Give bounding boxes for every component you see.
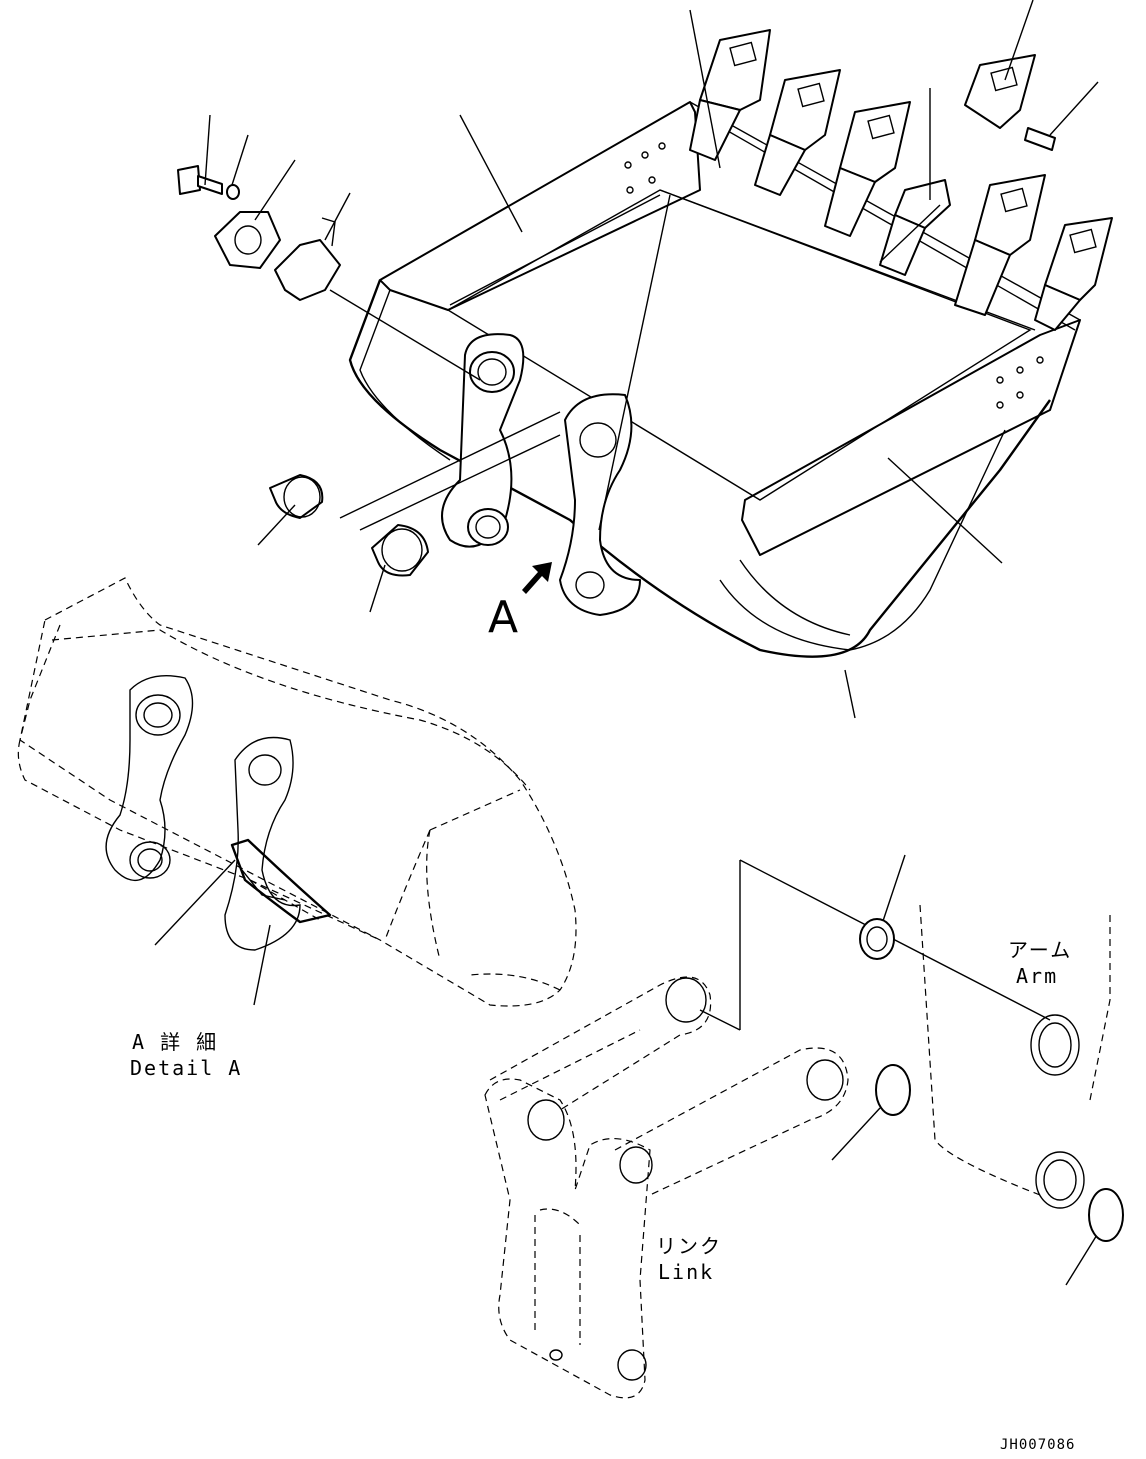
side-plate-holes [624,142,1044,409]
bucket [348,101,1081,658]
view-arrow [522,562,552,594]
arm-bushing-bottom [1035,1151,1085,1209]
tooth-4 [879,179,951,276]
leader-lines [154,0,1101,1286]
tooth-1 [689,29,771,161]
seal-disc-1 [875,1064,911,1116]
bucket-floor [446,189,1032,501]
tooth-pin [1024,127,1056,151]
bushing-1 [269,474,324,519]
view-marker-a: A [488,592,519,643]
bushing-2 [371,524,429,577]
link-label-jp: リンク [656,1234,722,1258]
arm-label-en: Arm [1016,964,1059,988]
lock-plate [274,217,341,301]
detail-label-en: Detail A [130,1056,243,1080]
link-and-arm [484,859,1124,1399]
tooth-2 [754,69,841,196]
detail-label-jp: A 詳 細 [132,1030,219,1054]
link-body [484,1078,651,1399]
link-upper [489,976,712,1111]
bolt [177,165,223,195]
bucket-right-side-plate [741,319,1081,556]
detail-a-view [17,577,577,1007]
arm-label-jp: アーム [1008,938,1073,962]
arm-bushing-top [1030,1014,1080,1076]
arm-outline [919,904,1111,1196]
tooth-5 [954,174,1046,316]
link-label-en: Link [658,1260,715,1284]
bucket-arm-bracket [559,393,641,616]
link-lower [614,1047,849,1196]
bucket-rear-shell [348,279,1051,658]
drawing-code: JH007086 [1000,1437,1076,1453]
detail-stopper [230,838,332,924]
detail-arm-bracket [224,736,301,951]
bucket-teeth [689,29,1113,331]
washer [226,184,240,200]
seal-disc-2 [1088,1188,1124,1242]
tooth-loose [964,54,1036,129]
tooth-3 [824,101,911,237]
detail-link-bracket [105,675,194,882]
shim-plate [214,211,281,269]
shim-ring [859,918,895,960]
tooth-6 [1034,217,1113,331]
